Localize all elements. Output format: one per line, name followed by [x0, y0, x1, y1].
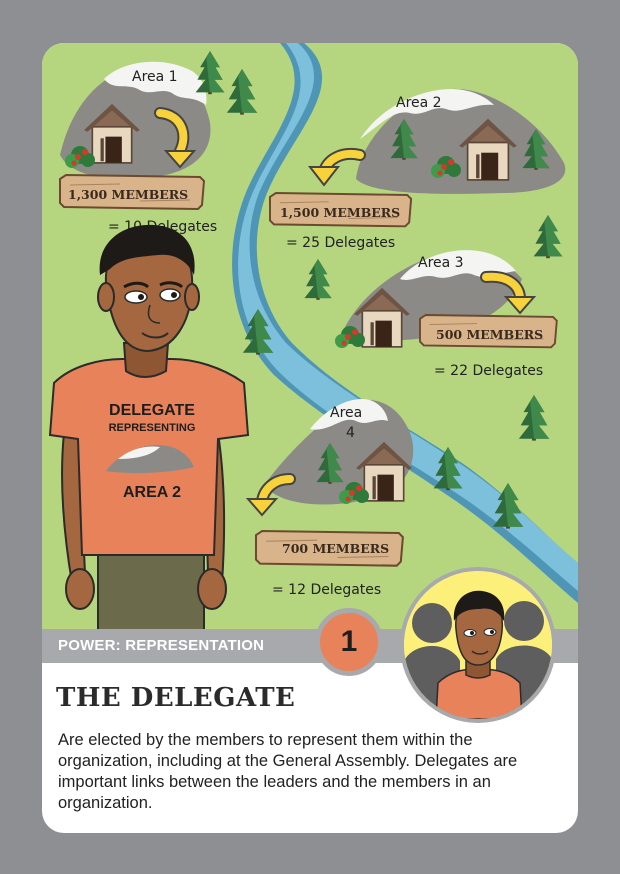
- area4-delegates: = 12 Delegates: [272, 582, 381, 598]
- portrait-avatar: [400, 567, 556, 723]
- shirt-line3: AREA 2: [123, 484, 181, 501]
- delegate-portrait-icon: [404, 571, 552, 719]
- area-map-illustration: Area 1 1,300 MEMBERS = 10 Delegates Area…: [42, 43, 578, 655]
- area1-members: 1,300 MEMBERS: [68, 187, 188, 202]
- arrow-icon: [503, 296, 537, 315]
- area3-label: Area 3: [418, 255, 464, 271]
- shirt-line1: DELEGATE: [109, 402, 195, 419]
- arrow-icon: [245, 498, 279, 517]
- area4-label-line1: Area: [330, 405, 362, 421]
- shirt-line2: REPRESENTING: [109, 422, 196, 434]
- card-title: THE DELEGATE: [56, 683, 296, 713]
- card-description: Are elected by the members to represent …: [58, 731, 518, 812]
- card-number: 1: [340, 625, 358, 658]
- area2-delegates: = 25 Delegates: [286, 235, 395, 251]
- arrow-icon: [307, 166, 341, 187]
- arrow-icon: [163, 150, 197, 169]
- area4-label-line2: 4: [346, 425, 355, 441]
- area1-label: Area 1: [132, 69, 178, 85]
- power-label: POWER: REPRESENTATION: [58, 637, 265, 654]
- area3-delegates: = 22 Delegates: [434, 363, 543, 379]
- delegate-card: Area 1 1,300 MEMBERS = 10 Delegates Area…: [42, 43, 578, 833]
- area2-label: Area 2: [396, 95, 442, 111]
- card-number-badge: 1: [315, 608, 383, 676]
- area2-members: 1,500 MEMBERS: [280, 205, 400, 220]
- area3-members: 500 MEMBERS: [436, 327, 543, 342]
- area4-members: 700 MEMBERS: [282, 541, 389, 556]
